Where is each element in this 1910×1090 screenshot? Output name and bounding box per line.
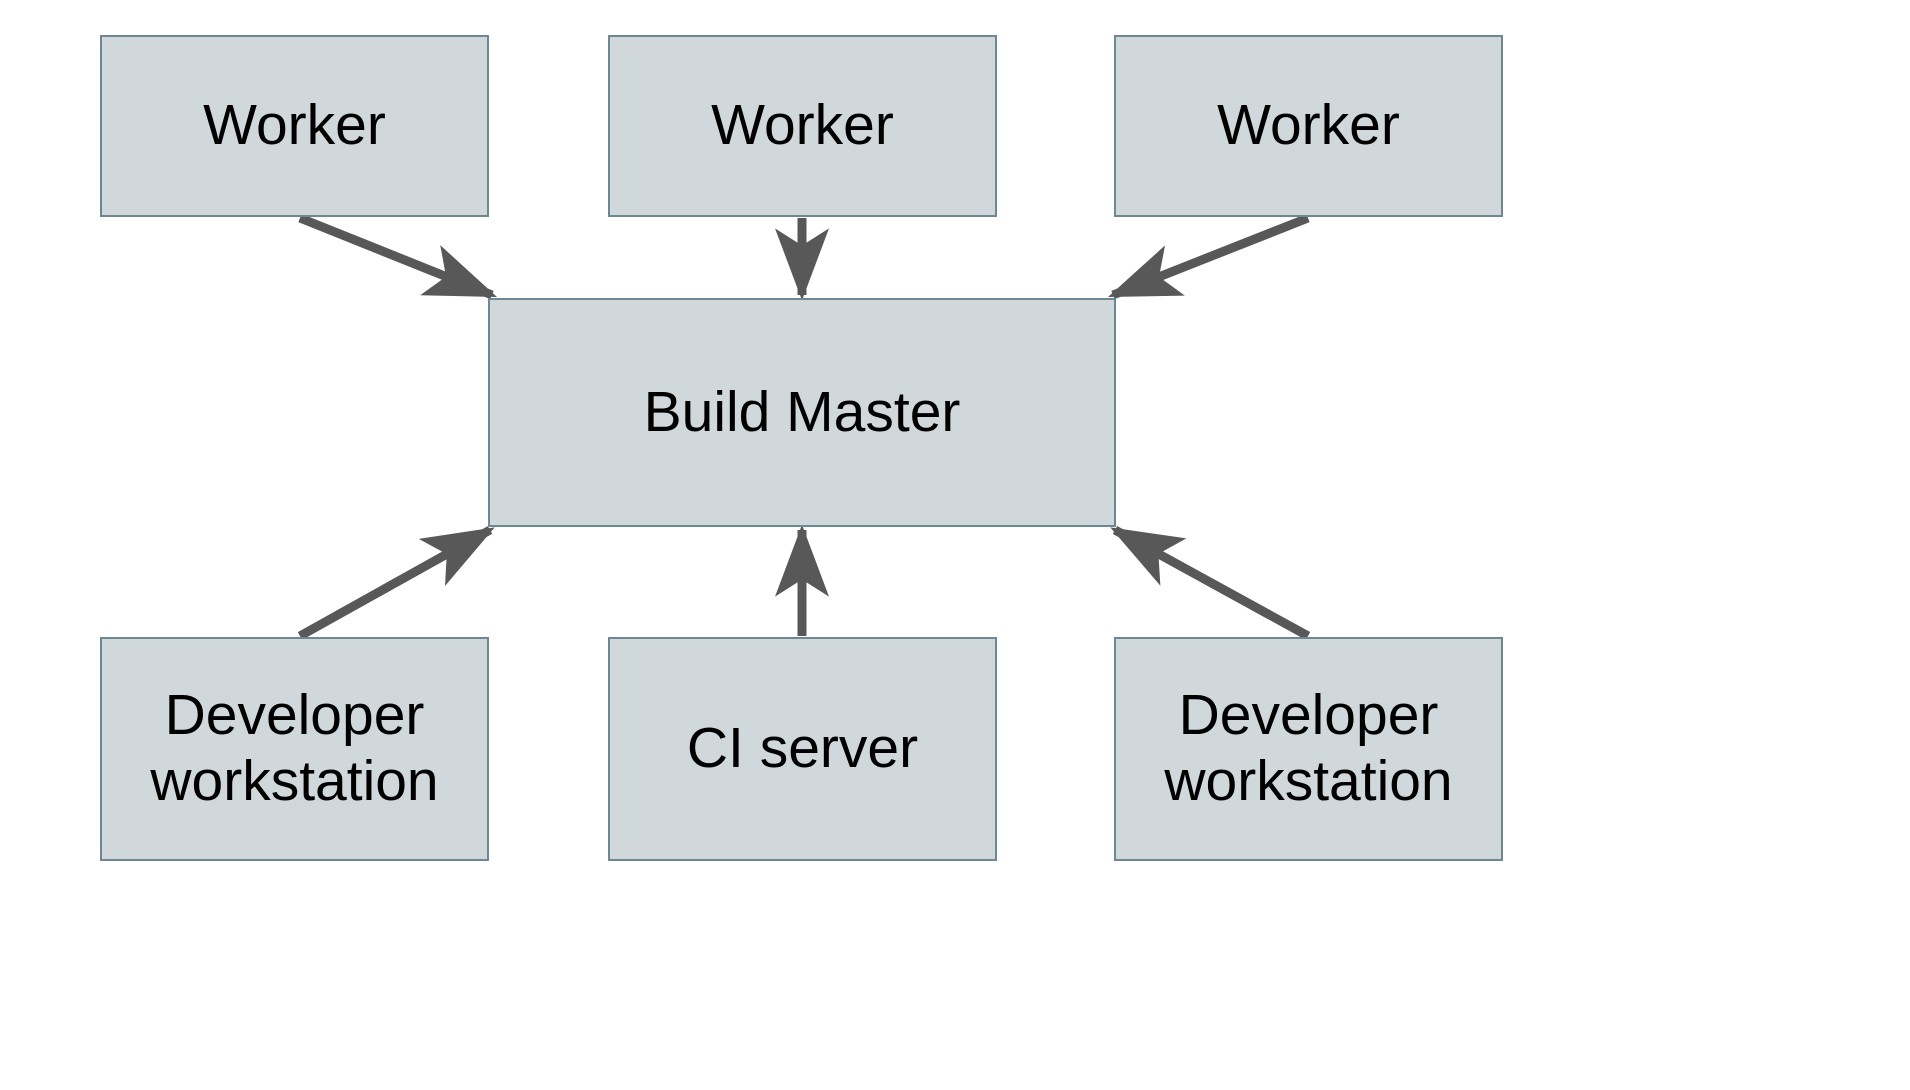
node-worker-3-label: Worker [1217, 93, 1400, 158]
node-ci-server-label: CI server [686, 716, 919, 781]
node-developer-workstation-left-label: Developer workstation [150, 683, 439, 813]
node-worker-3[interactable]: Worker [1114, 35, 1503, 217]
edge-worker3-to-master [1107, 213, 1310, 300]
edge-dev2-to-master [1110, 526, 1311, 640]
node-build-master[interactable]: Build Master [488, 298, 1116, 527]
node-developer-workstation-right[interactable]: Developer workstation [1114, 637, 1503, 861]
node-worker-2-label: Worker [711, 93, 894, 158]
node-ci-server[interactable]: CI server [608, 637, 997, 861]
node-worker-1[interactable]: Worker [100, 35, 489, 217]
edge-dev1-to-master [297, 526, 495, 640]
edge-worker1-to-master [298, 213, 498, 300]
node-worker-1-label: Worker [203, 93, 386, 158]
node-build-master-label: Build Master [643, 379, 961, 444]
node-developer-workstation-left[interactable]: Developer workstation [100, 637, 489, 861]
node-worker-2[interactable]: Worker [608, 35, 997, 217]
node-developer-workstation-right-label: Developer workstation [1164, 683, 1453, 813]
